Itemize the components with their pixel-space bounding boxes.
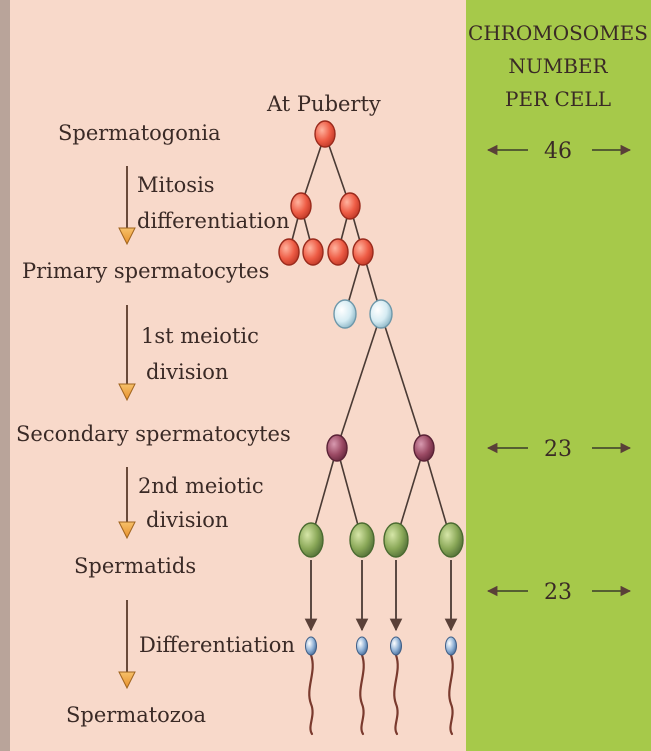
label-primary-spermatocytes: Primary spermatocytes (22, 259, 269, 283)
secondary-spermatocyte-cell (414, 435, 434, 461)
label-differentiation: Differentiation (139, 633, 295, 657)
spermatogonium-cell (340, 193, 360, 219)
count-spermatids: 23 (544, 580, 572, 605)
primary-spermatocyte-cell (370, 300, 392, 328)
sperm-head (306, 637, 317, 655)
label-secondary-spermatocytes: Secondary spermatocytes (16, 422, 291, 446)
spermatid-cell (439, 523, 463, 557)
chromosome-panel (466, 0, 651, 751)
label-1st-meiotic: 1st meiotic (141, 324, 259, 348)
label-mitosis: Mitosis (137, 173, 215, 197)
label-spermatozoa: Spermatozoa (66, 703, 206, 727)
label-mitosis-differentiation: differentiation (137, 209, 290, 233)
sperm-head (446, 637, 457, 655)
count-spermatogonia: 46 (544, 139, 572, 164)
panel-title-line3: PER CELL (505, 87, 611, 111)
label-at-puberty: At Puberty (266, 92, 381, 116)
label-spermatogonia: Spermatogonia (58, 121, 221, 145)
secondary-spermatocyte-cell (327, 435, 347, 461)
label-2nd-division: division (146, 508, 228, 532)
label-spermatids: Spermatids (74, 554, 196, 578)
left-edge-shadow (0, 0, 10, 751)
spermatid-cell (384, 523, 408, 557)
primary-spermatocyte-cell (279, 239, 299, 265)
label-1st-division: division (146, 360, 228, 384)
sperm-head (357, 637, 368, 655)
count-secondary: 23 (544, 437, 572, 462)
spermatid-cell (299, 523, 323, 557)
spermatid-cell (350, 523, 374, 557)
spermatogonium-cell (291, 193, 311, 219)
panel-title-line1: CHROMOSOMES (468, 21, 648, 45)
primary-spermatocyte-cell (328, 239, 348, 265)
panel-title-line2: NUMBER (508, 54, 608, 78)
primary-spermatocyte-cell (303, 239, 323, 265)
primary-spermatocyte-cell (353, 239, 373, 265)
label-2nd-meiotic: 2nd meiotic (138, 474, 264, 498)
spermatogonium-cell (315, 121, 335, 147)
sperm-head (391, 637, 402, 655)
primary-spermatocyte-cell (334, 300, 356, 328)
